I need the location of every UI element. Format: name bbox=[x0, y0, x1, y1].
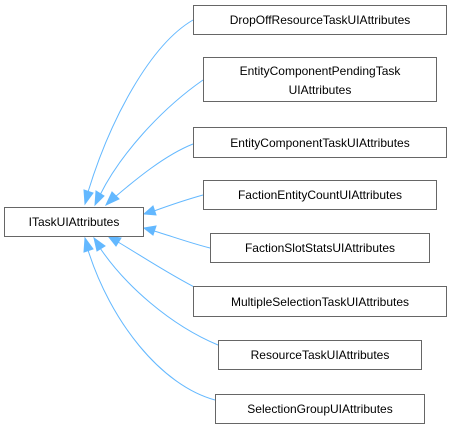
node-box bbox=[193, 286, 447, 317]
edge-faction-count bbox=[153, 194, 204, 212]
node-multipleselectiontaskuiattributes[interactable]: MultipleSelectionTaskUIAttributes bbox=[193, 286, 447, 317]
node-itaskuiattributes[interactable]: ITaskUIAttributes bbox=[4, 207, 144, 237]
node-label-line2: UIAttributes bbox=[289, 83, 352, 97]
edge-dropoff bbox=[87, 19, 194, 193]
node-dropoffresourcetaskuiattributes[interactable]: DropOffResourceTaskUIAttributes bbox=[193, 5, 447, 35]
inheritance-edges bbox=[83, 19, 219, 401]
node-label: ResourceTaskUIAttributes bbox=[251, 348, 390, 362]
node-factionentitycountuiattributes[interactable]: FactionEntityCountUIAttributes bbox=[203, 180, 437, 210]
node-entitycomponenttaskuiattributes[interactable]: EntityComponentTaskUIAttributes bbox=[193, 127, 447, 158]
edge-faction-slot bbox=[153, 230, 211, 249]
node-label: SelectionGroupUIAttributes bbox=[247, 402, 392, 416]
arrowhead-entity-pending bbox=[94, 190, 105, 207]
node-box bbox=[203, 57, 437, 102]
node-label-line1: EntityComponentPendingTask bbox=[240, 64, 402, 78]
edge-selection-group bbox=[87, 249, 216, 401]
node-label: EntityComponentTaskUIAttributes bbox=[230, 136, 409, 150]
arrowhead-entity-component bbox=[104, 191, 120, 207]
node-box bbox=[193, 5, 447, 35]
arrowhead-dropoff bbox=[83, 189, 94, 206]
node-label: FactionSlotStatsUIAttributes bbox=[245, 241, 395, 255]
node-entitycomponentpendingtaskuiattributes[interactable]: EntityComponentPendingTask UIAttributes bbox=[203, 57, 437, 102]
node-box bbox=[193, 127, 447, 158]
arrowhead-faction-count bbox=[142, 205, 157, 216]
node-box bbox=[4, 207, 144, 237]
node-factionslotstatsuiattributes[interactable]: FactionSlotStatsUIAttributes bbox=[210, 233, 430, 263]
node-selectiongroupuiattributes[interactable]: SelectionGroupUIAttributes bbox=[215, 394, 425, 424]
node-label: ITaskUIAttributes bbox=[29, 215, 120, 229]
edge-entity-component bbox=[114, 143, 194, 198]
node-box bbox=[218, 340, 422, 370]
node-resourcetaskuiattributes[interactable]: ResourceTaskUIAttributes bbox=[218, 340, 422, 370]
arrowhead-multiple-selection bbox=[106, 235, 122, 247]
node-label: MultipleSelectionTaskUIAttributes bbox=[231, 295, 409, 309]
edge-resource-task bbox=[99, 247, 219, 346]
node-box bbox=[203, 180, 437, 210]
arrowhead-selection-group bbox=[83, 236, 94, 253]
arrowhead-faction-slot bbox=[142, 225, 157, 236]
node-box bbox=[210, 233, 430, 263]
edge-entity-pending bbox=[99, 79, 204, 196]
edge-multiple-selection bbox=[117, 241, 201, 291]
arrowhead-resource-task bbox=[93, 236, 106, 252]
node-label: DropOffResourceTaskUIAttributes bbox=[230, 13, 411, 27]
node-label: FactionEntityCountUIAttributes bbox=[238, 188, 402, 202]
node-box bbox=[215, 394, 425, 424]
